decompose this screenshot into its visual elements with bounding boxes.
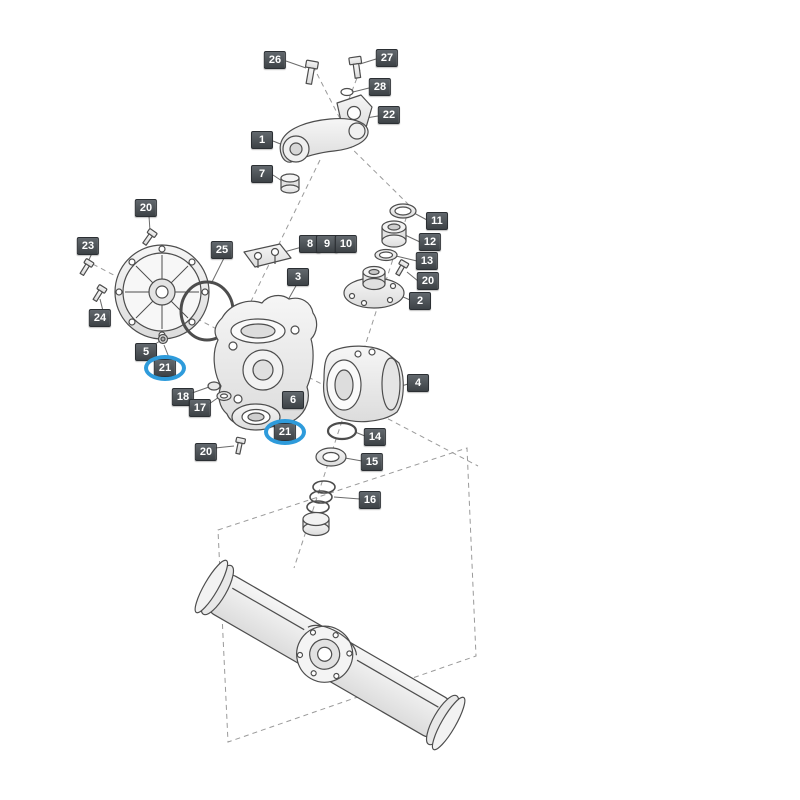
part-label-14: 14 <box>363 428 387 446</box>
part-nut-5 <box>157 333 169 345</box>
part-washer-17 <box>216 390 232 402</box>
part-label-20c: 20 <box>194 443 218 461</box>
part-kingpin-flange-2 <box>343 265 405 309</box>
part-front-axle-housing <box>194 559 466 751</box>
part-bolt-27 <box>348 55 363 79</box>
part-label-21b: 21 <box>273 423 297 441</box>
part-axle-case-4 <box>322 345 404 423</box>
part-label-26: 26 <box>263 51 287 69</box>
part-label-21a: 21 <box>153 359 177 377</box>
part-label-23: 23 <box>76 237 100 255</box>
part-label-2: 2 <box>409 292 431 310</box>
part-label-1: 1 <box>251 131 273 149</box>
part-bolt-20b <box>395 259 410 277</box>
part-seal-13 <box>374 248 398 262</box>
part-label-20a: 20 <box>134 199 158 217</box>
part-bolt-23 <box>79 258 95 277</box>
part-label-15: 15 <box>360 453 384 471</box>
part-oring-14 <box>326 421 358 441</box>
part-label-24: 24 <box>88 309 112 327</box>
part-label-6: 6 <box>282 391 304 409</box>
part-label-10: 10 <box>334 235 358 253</box>
part-label-16: 16 <box>358 491 382 509</box>
part-bolt-20a <box>142 228 158 246</box>
part-label-7: 7 <box>251 165 273 183</box>
part-bushing-12 <box>381 220 407 248</box>
part-seal-plate-6 <box>231 403 281 431</box>
part-bolt-24 <box>92 284 108 303</box>
part-label-12: 12 <box>418 233 442 251</box>
part-bolt-20c <box>235 436 246 455</box>
part-label-11: 11 <box>426 212 448 230</box>
part-steering-arm-1 <box>279 117 369 163</box>
part-label-17: 17 <box>188 399 212 417</box>
part-seal-15 <box>315 447 347 467</box>
part-label-27: 27 <box>375 49 399 67</box>
parts-group <box>79 55 466 751</box>
part-ring-11 <box>389 203 417 219</box>
part-plate-8-9-10 <box>243 243 292 268</box>
part-label-4: 4 <box>407 374 429 392</box>
part-label-20b: 20 <box>416 272 440 290</box>
part-label-22: 22 <box>377 106 401 124</box>
part-ring-28 <box>340 87 354 97</box>
part-rings-16 <box>306 480 336 514</box>
part-label-5: 5 <box>135 343 157 361</box>
part-label-13: 13 <box>415 252 439 270</box>
part-bushing-7 <box>280 173 300 194</box>
part-label-18: 18 <box>171 388 195 406</box>
part-label-28: 28 <box>368 78 392 96</box>
part-piston-cap <box>302 511 330 537</box>
part-bolt-26 <box>304 59 319 85</box>
part-label-25: 25 <box>210 241 234 259</box>
part-washer-18 <box>207 381 221 391</box>
part-label-3: 3 <box>287 268 309 286</box>
